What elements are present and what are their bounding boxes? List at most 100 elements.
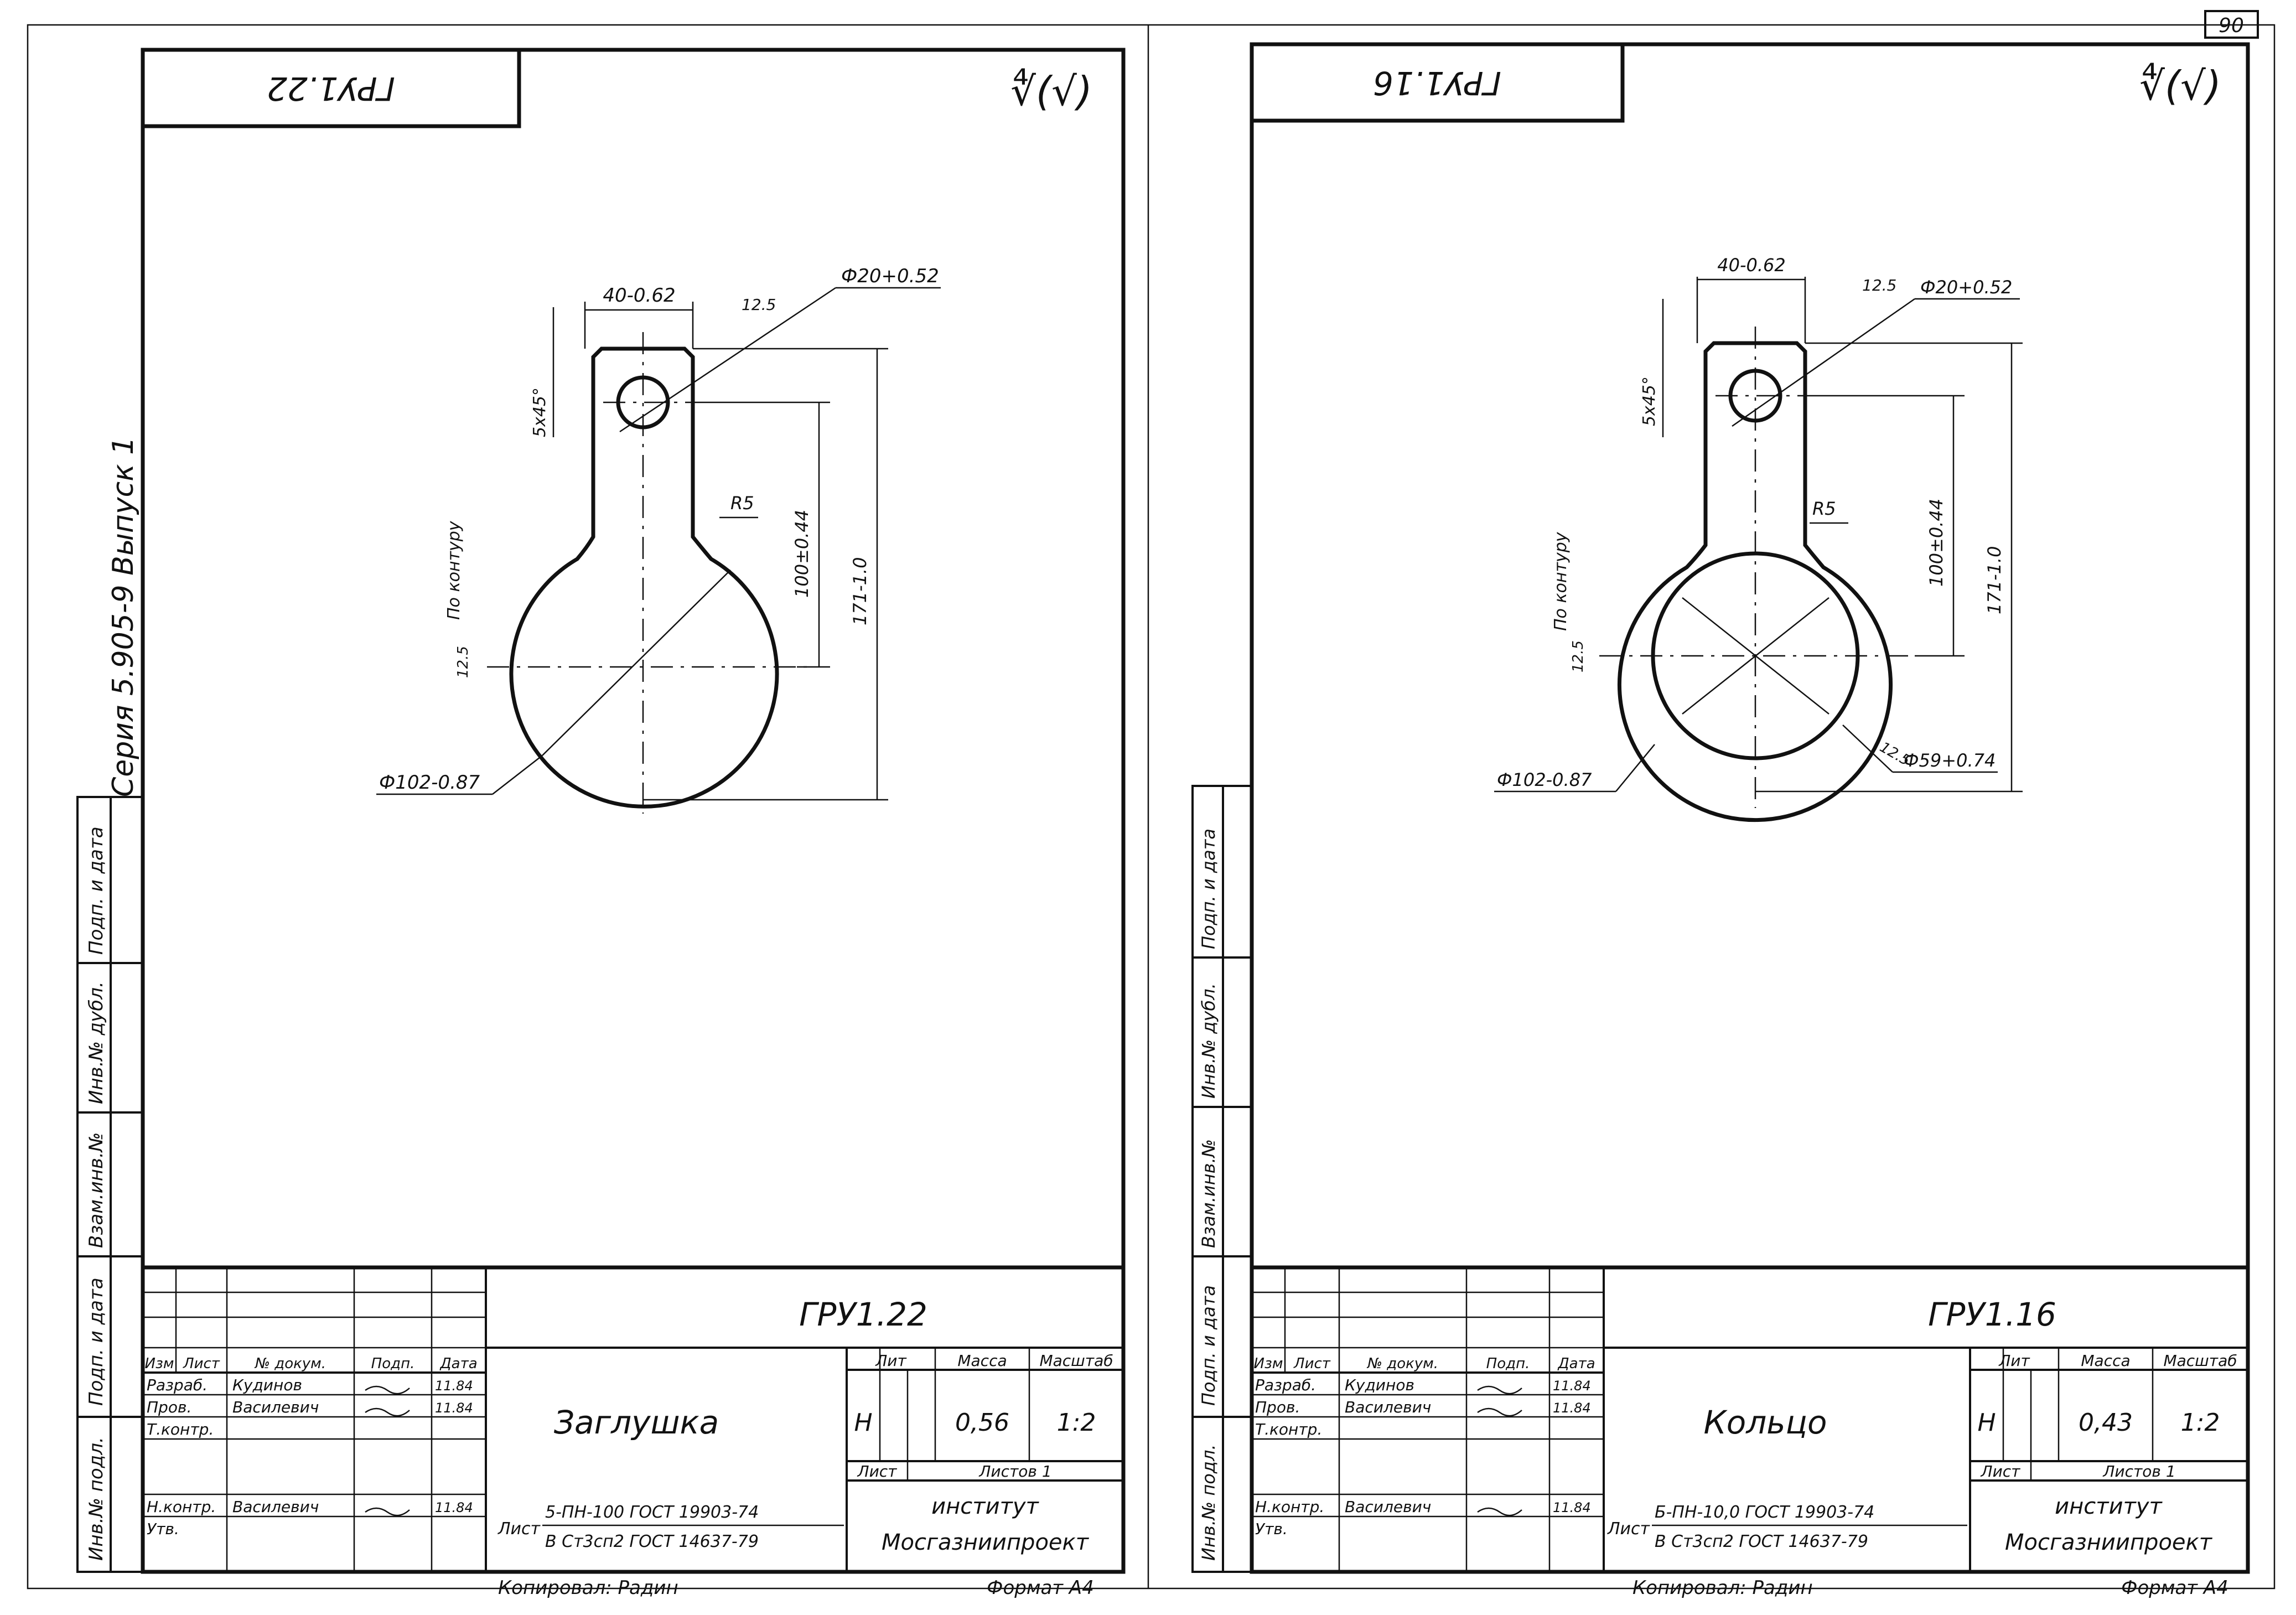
right-strip-label-2: Подп. и дата <box>1198 1285 1219 1406</box>
tb-sheets-label: Листов 1 <box>2102 1462 2175 1481</box>
tb-role-nkontr: Н.контр. <box>147 1498 216 1516</box>
tb-sheet-label: Лист <box>857 1462 898 1481</box>
right-strip-label-4: Инв.№ дубл. <box>1198 983 1219 1099</box>
tb-material-bottom: В Ст3сп2 ГОСТ 14637-79 <box>1655 1532 1868 1551</box>
dim-line <box>542 570 731 756</box>
tb-material-bottom: В Ст3сп2 ГОСТ 14637-79 <box>545 1532 759 1551</box>
tb-org-line2: Мосгазниипроект <box>882 1530 1090 1555</box>
tb-date-nkontr: 11.84 <box>435 1500 473 1515</box>
tb-col-date: Дата <box>439 1355 477 1372</box>
dim-length-total: 171-1.0 <box>1984 546 2005 614</box>
tb-role-prov: Пров. <box>147 1398 191 1416</box>
right-top-code: ГРУ1.16 <box>1373 64 1501 102</box>
dim-line <box>1615 744 1655 792</box>
dim-outer-diameter: Ф102-0.87 <box>1497 769 1592 790</box>
tb-role-prov: Пров. <box>1255 1398 1300 1416</box>
tb-person-razrab: Кудинов <box>232 1376 302 1394</box>
tb-role-nkontr: Н.контр. <box>1255 1498 1324 1516</box>
roughness-top: 12.5 <box>742 296 776 314</box>
tb-material-prefix: Лист <box>1607 1519 1651 1539</box>
tb-scale-label: Масштаб <box>2163 1352 2237 1370</box>
signature-nkontr <box>1477 1507 1522 1516</box>
dim-hole: Ф20+0.52 <box>1920 277 2012 298</box>
tb-col-izm: Изм <box>1254 1355 1283 1372</box>
tb-part-name: Кольцо <box>1704 1404 1827 1441</box>
dim-line <box>1682 597 1829 715</box>
right-title-block: Изм Лист № докум. Подп. Дата Разраб. Про… <box>1252 1265 2248 1599</box>
tb-material-top: 5-ПН-100 ГОСТ 19903-74 <box>545 1503 759 1522</box>
roughness-left: 12.5 <box>1570 640 1587 672</box>
dim-length-total: 171-1.0 <box>849 557 870 625</box>
dim-line <box>619 287 836 433</box>
signature-razrab <box>1477 1385 1522 1395</box>
sheet-number: 90 <box>2219 14 2244 37</box>
left-title-block: Изм Лист № докум. Подп. Дата Разраб. Про… <box>143 1265 1123 1599</box>
left-strip-label-4: Инв.№ дубл. <box>85 981 107 1104</box>
left-strip-label-1: Инв.№ подл. <box>85 1437 107 1561</box>
dim-line <box>1842 724 1893 773</box>
tb-lit-label: Лит <box>875 1352 906 1370</box>
right-top-code-box <box>1250 42 1625 123</box>
dim-width-top: 40-0.62 <box>1717 255 1786 276</box>
roughness-top: 12.5 <box>1862 276 1896 294</box>
dim-center-distance: 100±0.44 <box>1926 499 1947 587</box>
left-series-label: Серия 5.905-9 Выпуск 1 <box>107 437 140 797</box>
right-part-ring: 40-0.62 12.5 Ф20+0.52 5x45° 100±0.44 171… <box>1494 255 2023 822</box>
tb-role-razrab: Разраб. <box>147 1376 208 1394</box>
tb-copied-by: Копировал: Радин <box>498 1577 678 1599</box>
right-sheet: ГРУ1.16 ∜(√) Инв.№ подл. Подп. и дата Вз… <box>1191 42 2250 1599</box>
page-frame <box>27 24 2276 1590</box>
tb-sheet-label: Лист <box>1981 1462 2021 1481</box>
tb-lit-label: Лит <box>1998 1352 2030 1370</box>
tb-role-tkontr: Т.контр. <box>147 1420 214 1438</box>
tb-mass-label: Масса <box>2081 1352 2130 1370</box>
tb-date-prov: 11.84 <box>435 1400 473 1416</box>
tb-role-utv: Утв. <box>1255 1520 1288 1538</box>
dim-hole: Ф20+0.52 <box>841 265 939 287</box>
tb-role-utv: Утв. <box>147 1520 179 1538</box>
tb-org-line1: институт <box>931 1494 1039 1519</box>
contour-label: По контуру <box>1551 531 1571 631</box>
tb-person-nkontr: Василевич <box>232 1498 319 1516</box>
left-strip-label-3: Взам.инв.№ <box>85 1132 107 1248</box>
tb-col-izm: Изм <box>145 1355 174 1372</box>
tb-date-razrab: 11.84 <box>435 1378 473 1394</box>
tb-col-date: Дата <box>1557 1355 1595 1372</box>
tb-code: ГРУ1.22 <box>799 1296 927 1333</box>
tb-mass-label: Масса <box>957 1352 1007 1370</box>
dim-width-top: 40-0.62 <box>603 284 675 307</box>
signature-razrab <box>365 1385 410 1395</box>
tb-date-nkontr: 11.84 <box>1553 1500 1591 1515</box>
dim-center-distance: 100±0.44 <box>791 510 812 598</box>
left-part-plug: 40-0.62 12.5 Ф20+0.52 5x45° 100±0.44 171… <box>376 265 941 814</box>
tb-scale-value: 1:2 <box>1057 1409 1096 1437</box>
tb-person-razrab: Кудинов <box>1345 1376 1414 1394</box>
signature-prov <box>1477 1407 1522 1417</box>
right-roughness-mark: ∜(√) <box>2139 63 2221 109</box>
dim-chamfer: 5x45° <box>530 387 550 437</box>
left-top-code-box <box>141 48 521 128</box>
ring-outline <box>1618 341 1893 822</box>
tb-person-nkontr: Василевич <box>1345 1498 1431 1516</box>
tb-col-list: Лист <box>183 1355 220 1372</box>
tb-mass-value: 0,43 <box>2079 1409 2133 1437</box>
right-strip-label-5: Подп. и дата <box>1198 829 1219 949</box>
tb-col-doc: № докум. <box>254 1355 326 1372</box>
left-strip-label-2: Подп. и дата <box>85 1277 107 1406</box>
left-main-frame <box>141 48 1126 1574</box>
tb-date-razrab: 11.84 <box>1553 1378 1591 1394</box>
contour-label: По контуру <box>444 520 464 620</box>
plug-outline <box>509 346 779 809</box>
dim-radius: R5 <box>730 493 754 514</box>
dim-line <box>1732 298 1915 427</box>
tb-col-list: Лист <box>1293 1355 1331 1372</box>
tb-col-doc: № докум. <box>1366 1355 1438 1372</box>
tb-col-sign: Подп. <box>371 1355 415 1372</box>
roughness-left: 12.5 <box>455 646 471 678</box>
tb-role-razrab: Разраб. <box>1255 1376 1316 1394</box>
tb-col-sign: Подп. <box>1486 1355 1530 1372</box>
signature-nkontr <box>365 1507 410 1516</box>
dim-radius: R5 <box>1812 498 1836 519</box>
tb-part-name: Заглушка <box>554 1404 719 1441</box>
tb-copied-by: Копировал: Радин <box>1632 1577 1813 1599</box>
